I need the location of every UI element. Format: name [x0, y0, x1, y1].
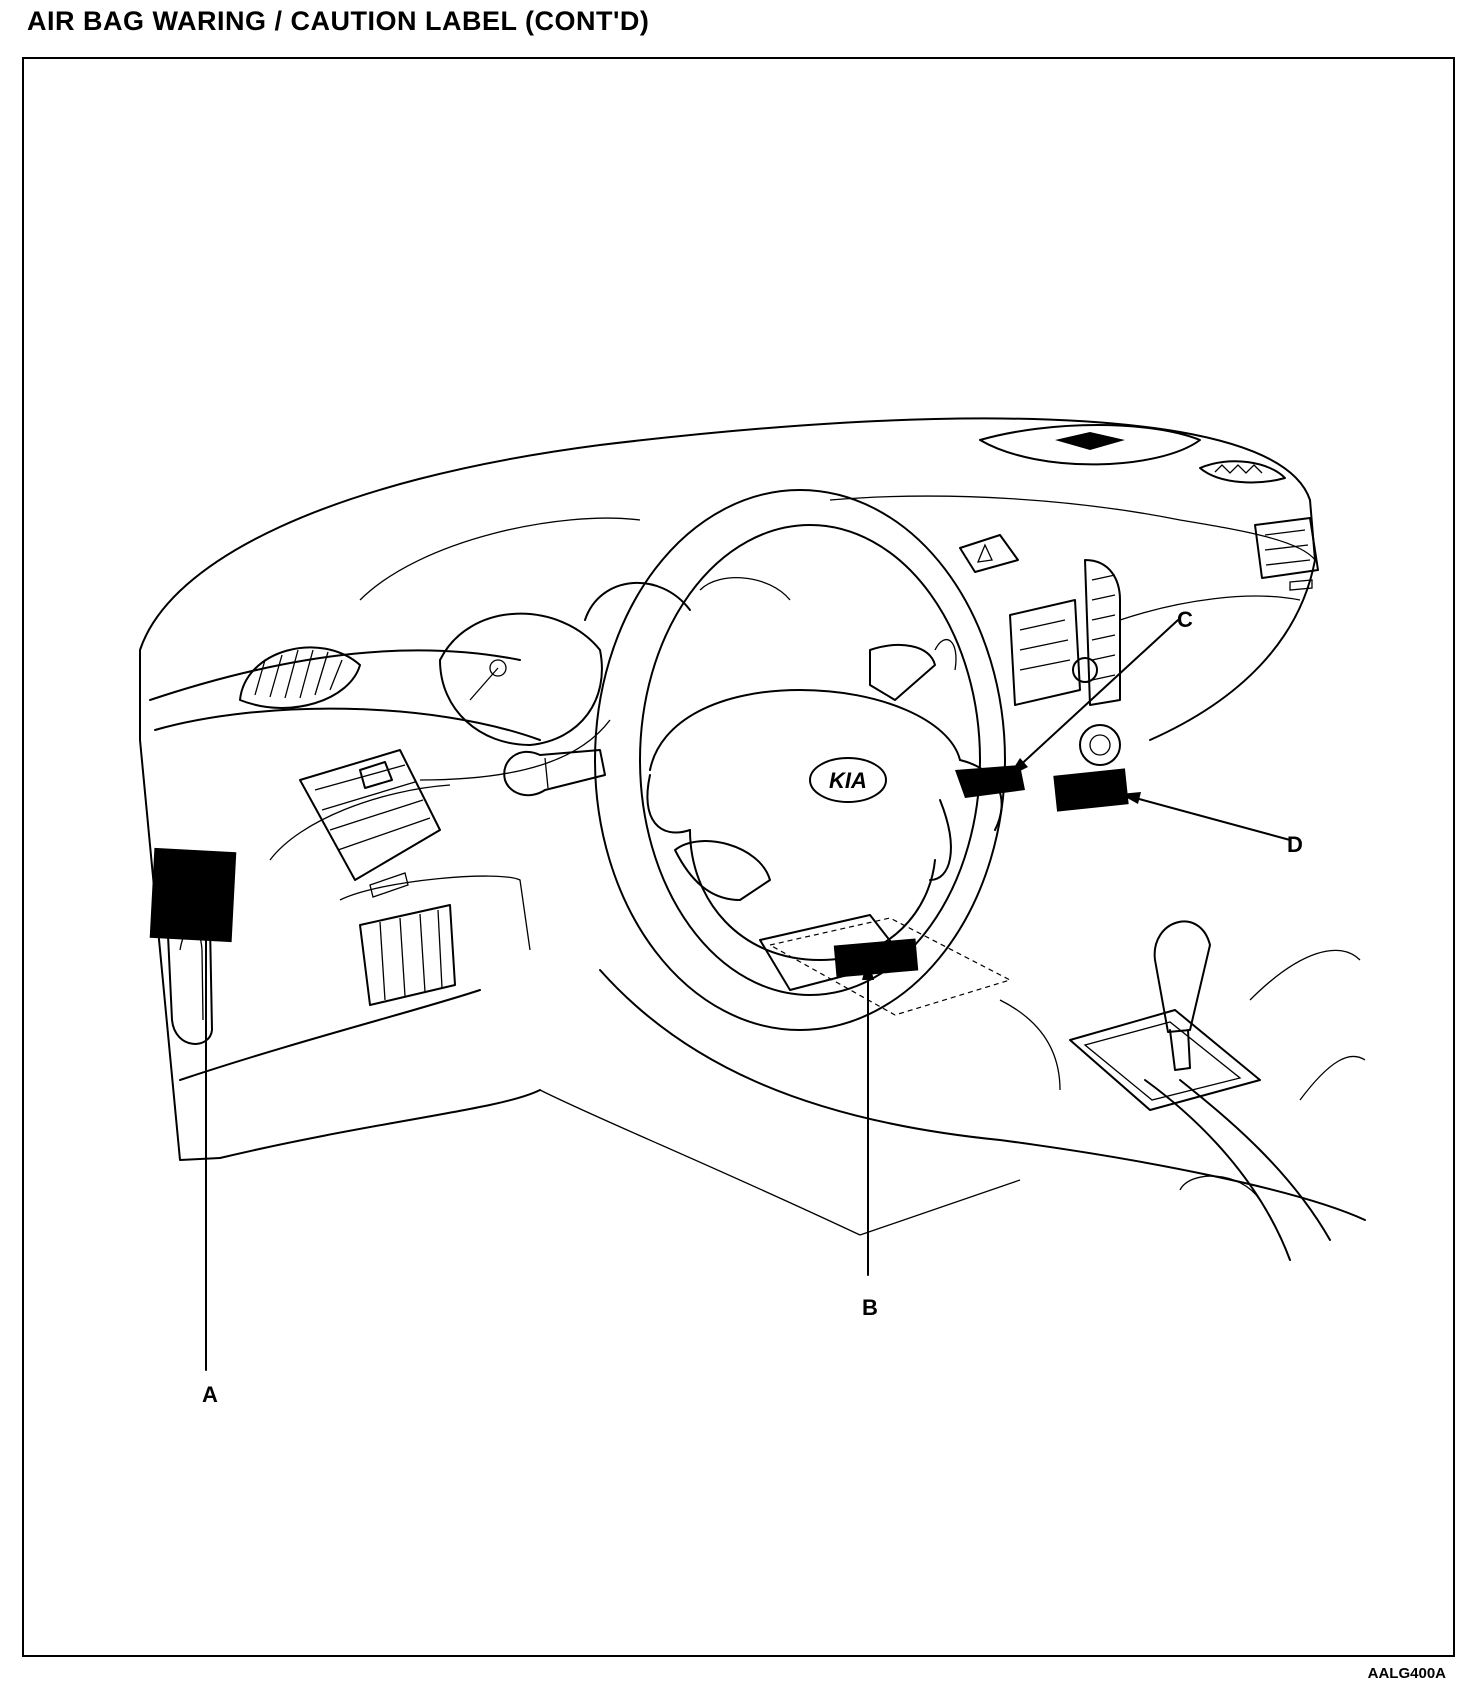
figure-code: AALG400A: [1367, 1665, 1446, 1682]
dashboard-outline: [139, 417, 1316, 1161]
wiper-stalk: [869, 638, 957, 701]
label-d-marker: [1053, 768, 1129, 812]
gear-shift-lever: [1069, 920, 1366, 1261]
left-square-vent: [299, 749, 441, 898]
floor-lines: [539, 969, 1366, 1236]
lower-left-switches: [339, 875, 531, 1006]
callout-label-d: D: [1287, 832, 1303, 857]
leader-lines: [200, 619, 1291, 1371]
hazard-switch: [959, 534, 1019, 573]
label-a-marker: [149, 847, 237, 943]
steering-wheel: [594, 489, 1012, 1031]
page-title: AIR BAG WARING / CAUTION LABEL (CONT'D): [27, 6, 650, 36]
label-b-marker: [833, 938, 919, 978]
figure-frame: [22, 57, 1455, 1657]
kia-badge-icon: [809, 757, 887, 803]
callout-label-a: A: [202, 1382, 218, 1407]
center-audio-unit: [1009, 559, 1121, 766]
callout-label-c: C: [1177, 607, 1193, 632]
turn-signal-stalk: [503, 749, 606, 797]
center-speaker-grille: [979, 424, 1286, 484]
left-round-vent: [239, 646, 361, 709]
kia-badge-text: KIA: [829, 768, 867, 793]
right-square-vent: [1254, 517, 1319, 591]
label-c-marker: [955, 765, 1025, 798]
callout-label-b: B: [862, 1295, 878, 1320]
instrument-cluster: [419, 577, 791, 781]
